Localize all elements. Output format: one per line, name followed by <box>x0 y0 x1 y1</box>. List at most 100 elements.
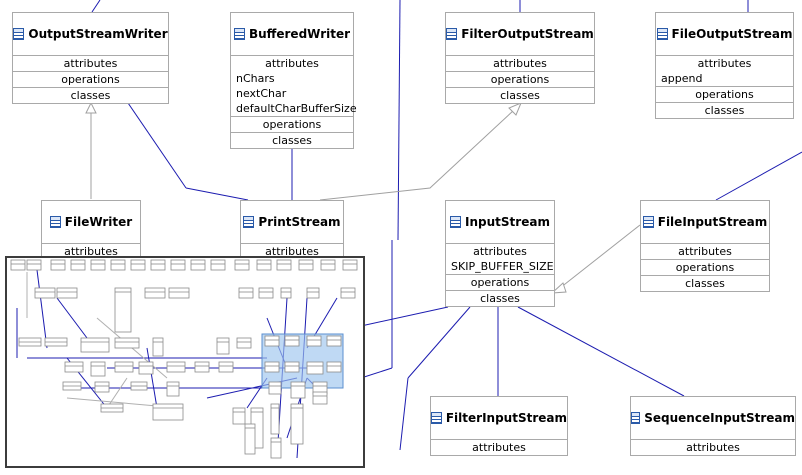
overview-mini-box <box>268 381 282 395</box>
generalization-edges <box>85 101 641 294</box>
class-box-sequence-input-stream[interactable]: SequenceInputStream attributes <box>630 396 796 456</box>
class-icon <box>233 28 245 40</box>
overview-mini-box <box>306 335 322 347</box>
overview-mini-box <box>276 259 292 271</box>
overview-mini-box <box>270 437 282 459</box>
class-name: PrintStream <box>258 215 341 229</box>
overview-mini-box <box>236 337 252 349</box>
overview-mini-box <box>90 259 106 271</box>
class-name: FileInputStream <box>657 215 768 229</box>
class-box-input-stream[interactable]: InputStream attributes SKIP_BUFFER_SIZE … <box>445 200 555 307</box>
attributes-section: attributes <box>64 245 118 258</box>
generalization-arrowhead <box>550 282 567 294</box>
overview-mini-box <box>144 287 166 299</box>
overview-mini-box <box>264 335 280 347</box>
attribute: SKIP_BUFFER_SIZE <box>446 259 554 275</box>
overview-mini-box <box>56 287 78 299</box>
generalization-edge <box>319 109 515 201</box>
overview-mini-box <box>234 259 250 271</box>
classes-section: classes <box>272 134 312 147</box>
overview-mini-box <box>218 361 234 373</box>
generalization-arrowhead <box>508 102 522 116</box>
class-name: FileOutputStream <box>671 27 793 41</box>
class-icon <box>431 412 442 424</box>
overview-mini-box <box>232 407 246 425</box>
attributes-section: attributes <box>265 57 319 70</box>
attributes-section: attributes <box>446 56 594 72</box>
overview-mini-box <box>166 381 180 397</box>
overview-mini-box <box>26 259 42 271</box>
class-icon <box>49 216 61 228</box>
attributes-section: attributes <box>697 57 752 70</box>
association-edges <box>91 0 802 451</box>
class-box-filter-output-stream[interactable]: FilterOutputStream attributes operations… <box>445 12 595 104</box>
overview-mini-box <box>258 287 274 299</box>
generalization-edge <box>559 224 641 289</box>
overview-mini-box <box>194 361 210 373</box>
class-name: OutputStreamWriter <box>28 27 168 41</box>
overview-mini-box <box>210 259 226 271</box>
class-box-file-writer[interactable]: FileWriter attributes <box>41 200 141 260</box>
overview-mini-box <box>90 361 106 377</box>
overview-mini-box <box>342 259 358 271</box>
class-name: InputStream <box>465 215 550 229</box>
overview-mini-box <box>94 381 110 393</box>
overview-mini-box <box>284 361 300 373</box>
operations-section: operations <box>13 72 168 88</box>
classes-section: classes <box>704 104 745 117</box>
generalization-arrowhead <box>85 101 97 114</box>
overview-mini-box <box>244 423 256 455</box>
overview-mini-box <box>238 287 254 299</box>
classes-section: classes <box>480 292 520 305</box>
class-box-file-output-stream[interactable]: FileOutputStream attributes append opera… <box>655 12 794 119</box>
attributes-section: attributes <box>686 441 740 454</box>
class-icon <box>656 28 668 40</box>
class-box-file-input-stream[interactable]: FileInputStream attributes operations cl… <box>640 200 770 292</box>
classes-section: classes <box>500 89 540 102</box>
overview-mini-box <box>138 361 154 375</box>
class-name: FilterInputStream <box>445 411 567 425</box>
overview-mini-box <box>284 335 300 347</box>
overview-mini-box <box>80 337 110 353</box>
class-box-print-stream[interactable]: PrintStream attributes <box>240 200 344 260</box>
attribute: defaultCharBufferSize <box>231 101 357 117</box>
overview-mini-box <box>280 287 292 299</box>
diagram-overview-panel[interactable] <box>5 256 365 468</box>
overview-mini-box <box>152 403 184 421</box>
attribute: nChars <box>236 72 275 85</box>
association-edge <box>407 306 471 379</box>
overview-mini-box <box>170 259 186 271</box>
overview-mini-box <box>306 287 320 299</box>
attributes-section: attributes <box>265 245 319 258</box>
attributes-section: attributes <box>472 441 526 454</box>
attribute: append <box>656 71 793 87</box>
overview-mini-box <box>168 287 190 299</box>
classes-section: classes <box>70 89 111 102</box>
association-edge <box>185 187 249 201</box>
overview-mini-box <box>326 361 342 373</box>
association-edge <box>360 367 393 379</box>
operations-section: operations <box>231 117 353 133</box>
overview-mini-box <box>10 259 26 271</box>
association-edge <box>715 151 802 201</box>
class-box-filter-input-stream[interactable]: FilterInputStream attributes <box>430 396 568 456</box>
overview-mini-box <box>264 361 280 373</box>
class-icon <box>446 28 458 40</box>
overview-mini-box <box>64 361 84 373</box>
overview-mini-box <box>114 287 132 333</box>
association-edge <box>517 306 685 397</box>
association-edge <box>360 306 449 327</box>
class-box-buffered-writer[interactable]: BufferedWriter attributes nChars nextCha… <box>230 12 357 149</box>
class-box-output-stream-writer[interactable]: OutputStreamWriter attributes operations… <box>12 12 169 104</box>
association-edge <box>397 0 401 241</box>
overview-mini-box <box>290 381 306 399</box>
attribute: nextChar <box>236 87 287 100</box>
overview-mini-box <box>50 259 66 271</box>
overview-mini-box <box>130 259 146 271</box>
overview-mini-box <box>150 259 166 271</box>
class-icon <box>13 28 25 40</box>
attributes-section: attributes <box>13 56 168 72</box>
class-icon <box>642 216 654 228</box>
overview-mini-box <box>70 259 86 271</box>
